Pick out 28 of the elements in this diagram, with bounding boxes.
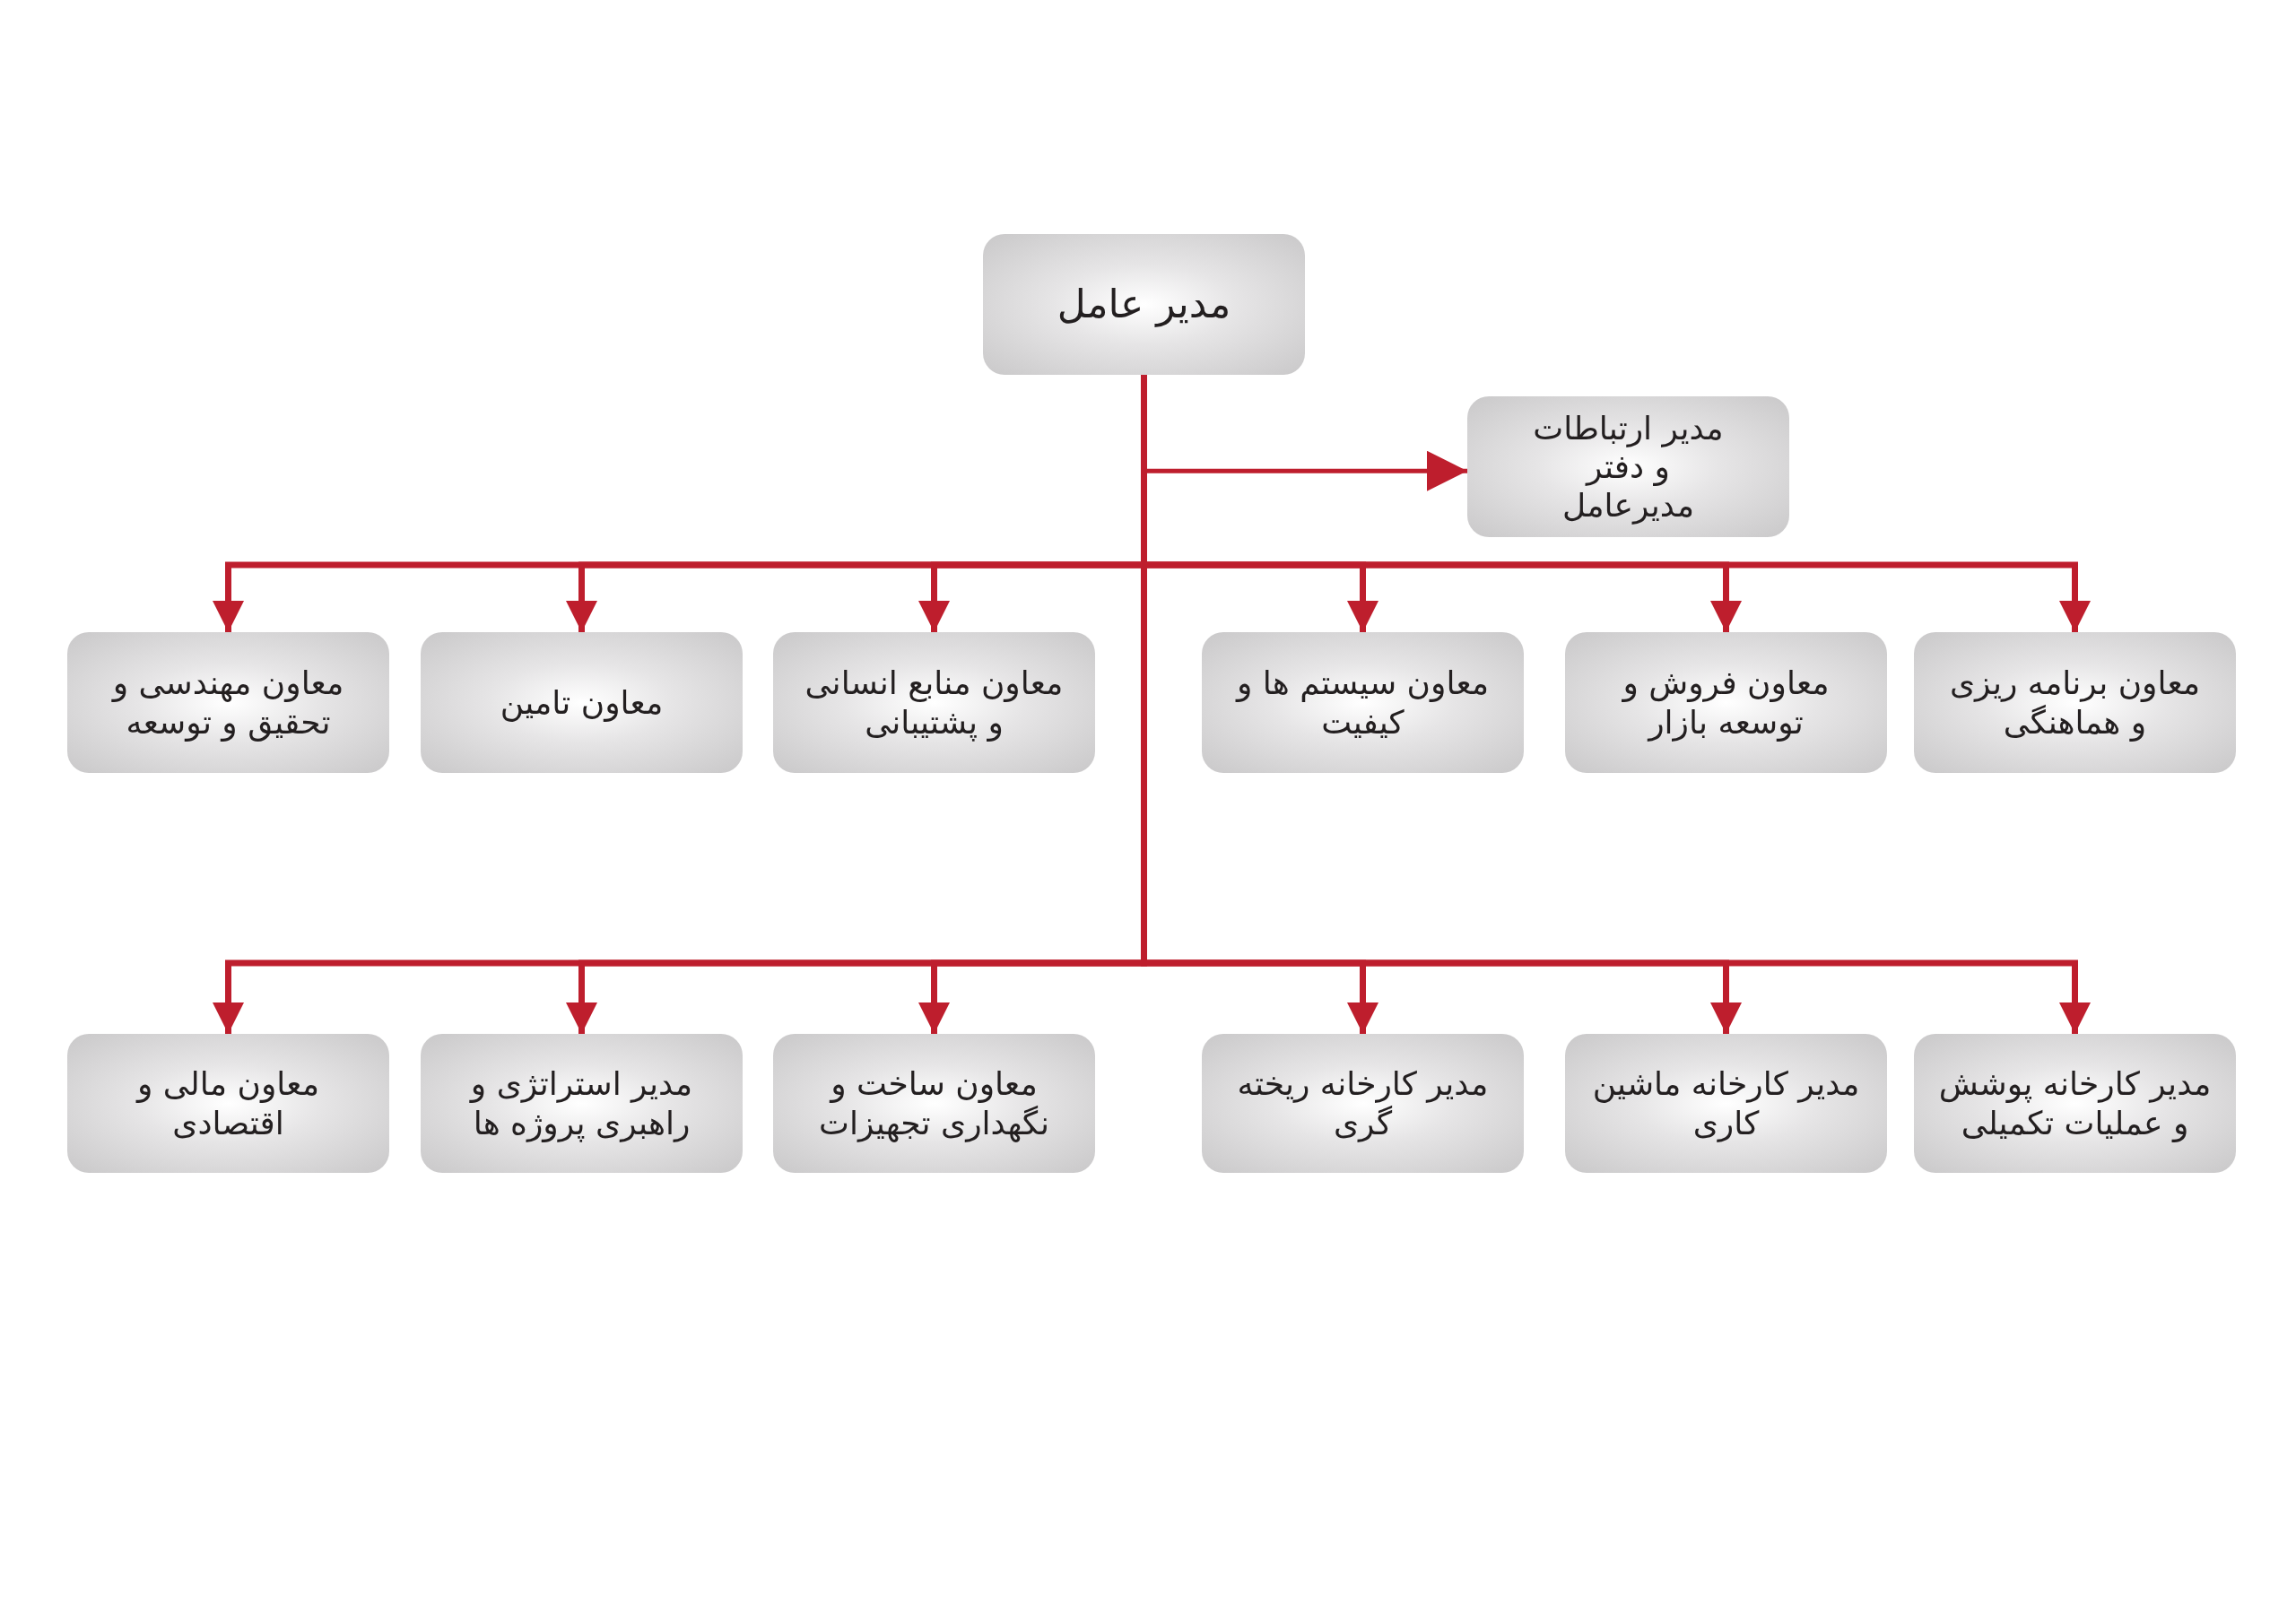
org-box [1565, 632, 1887, 773]
org-box [1914, 1034, 2236, 1173]
box-label: معاون ساخت و نگهداری تجهیزات [818, 1064, 1050, 1142]
box-label: معاون مهندسی و تحقیق و توسعه [110, 664, 345, 742]
org-box [421, 632, 743, 773]
box-label: معاون منابع انسانی و پشتیبانی [804, 664, 1065, 742]
org-box [421, 1034, 743, 1173]
box-label: مدیر عامل [1057, 281, 1231, 328]
org-box [67, 1034, 389, 1173]
box-label: معاون مالی و اقتصادی [135, 1064, 320, 1142]
org-box [773, 1034, 1095, 1173]
org-box [1914, 632, 2236, 773]
box-label: معاون فروش و توسعه بازار [1621, 664, 1831, 742]
org-box [1202, 632, 1524, 773]
box-label: مدیر استراتژی و راهبری پروژه ها [468, 1064, 694, 1142]
box-label: مدیر ارتباطات و دفتر مدیرعامل [1532, 408, 1725, 525]
org-box [1467, 396, 1789, 537]
org-box [1202, 1034, 1524, 1173]
box-label: معاون سیستم ها و کیفیت [1234, 664, 1491, 742]
box-label: معاون تامین [500, 682, 664, 723]
org-box [773, 632, 1095, 773]
org-box [1565, 1034, 1887, 1173]
box-label: معاون برنامه ریزی و هماهنگی [1948, 664, 2202, 742]
box-label: مدیر کارخانه پوشش و عملیات تکمیلی [1937, 1064, 2213, 1142]
box-label: مدیر کارخانه ریخته گری [1236, 1064, 1490, 1142]
org-box [983, 234, 1305, 375]
box-label: مدیر کارخانه ماشین کاری [1591, 1064, 1861, 1142]
org-box [67, 632, 389, 773]
